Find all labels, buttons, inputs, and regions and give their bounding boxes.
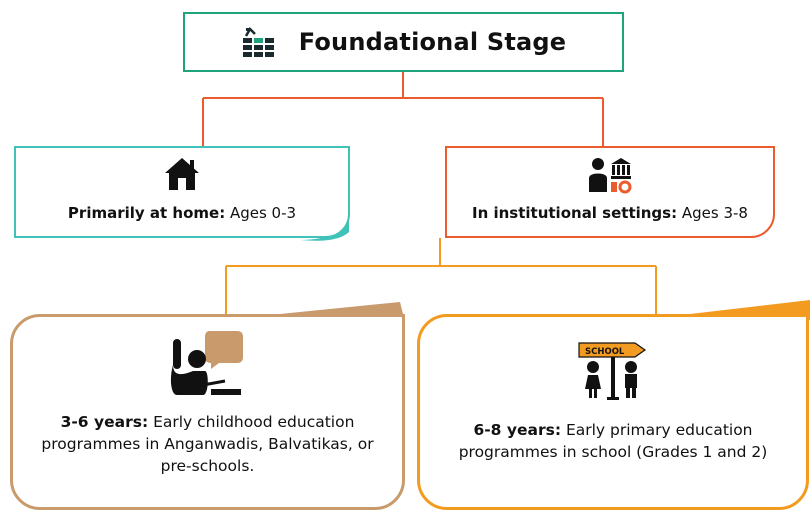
preschool-label-text: Early childhood education programmes in … [41,413,374,475]
school-label: 6-8 years: Early primary education progr… [444,419,782,463]
school-sign-text: SCHOOL [585,347,625,357]
root-connector [202,72,604,146]
institutional-card: In institutional settings: Ages 3-8 [445,146,775,238]
building-blocks-icon [242,26,274,57]
home-label-bold: Primarily at home: [67,204,226,222]
preschool-label: 3-6 years: Early childhood education pro… [37,411,378,477]
institutional-label: In institutional settings: Ages 3-8 [447,204,773,222]
preschool-card: 3-6 years: Early childhood education pro… [10,314,405,510]
house-icon [165,158,199,190]
school-signpost-icon: SCHOOL [578,342,647,400]
teacher-school-icon [589,158,632,194]
school-label-text: Early primary education programmes in sc… [458,421,768,461]
home-label-text: Ages 0-3 [225,204,297,222]
school-card: SCHOOL 6-8 years: Early primary educatio… [417,314,809,510]
institutional-label-text: Ages 3-8 [677,204,748,222]
root-title: Foundational Stage [298,28,567,56]
school-label-bold: 6-8 years: [473,421,562,439]
institutional-label-bold: In institutional settings: [472,204,678,222]
institutional-connector [225,238,657,314]
preschool-label-bold: 3-6 years: [60,413,149,431]
home-label: Primarily at home: Ages 0-3 [16,204,348,222]
home-card: Primarily at home: Ages 0-3 [14,146,350,238]
root-node: Foundational Stage [183,12,624,72]
raised-hand-speech-icon [170,331,243,395]
